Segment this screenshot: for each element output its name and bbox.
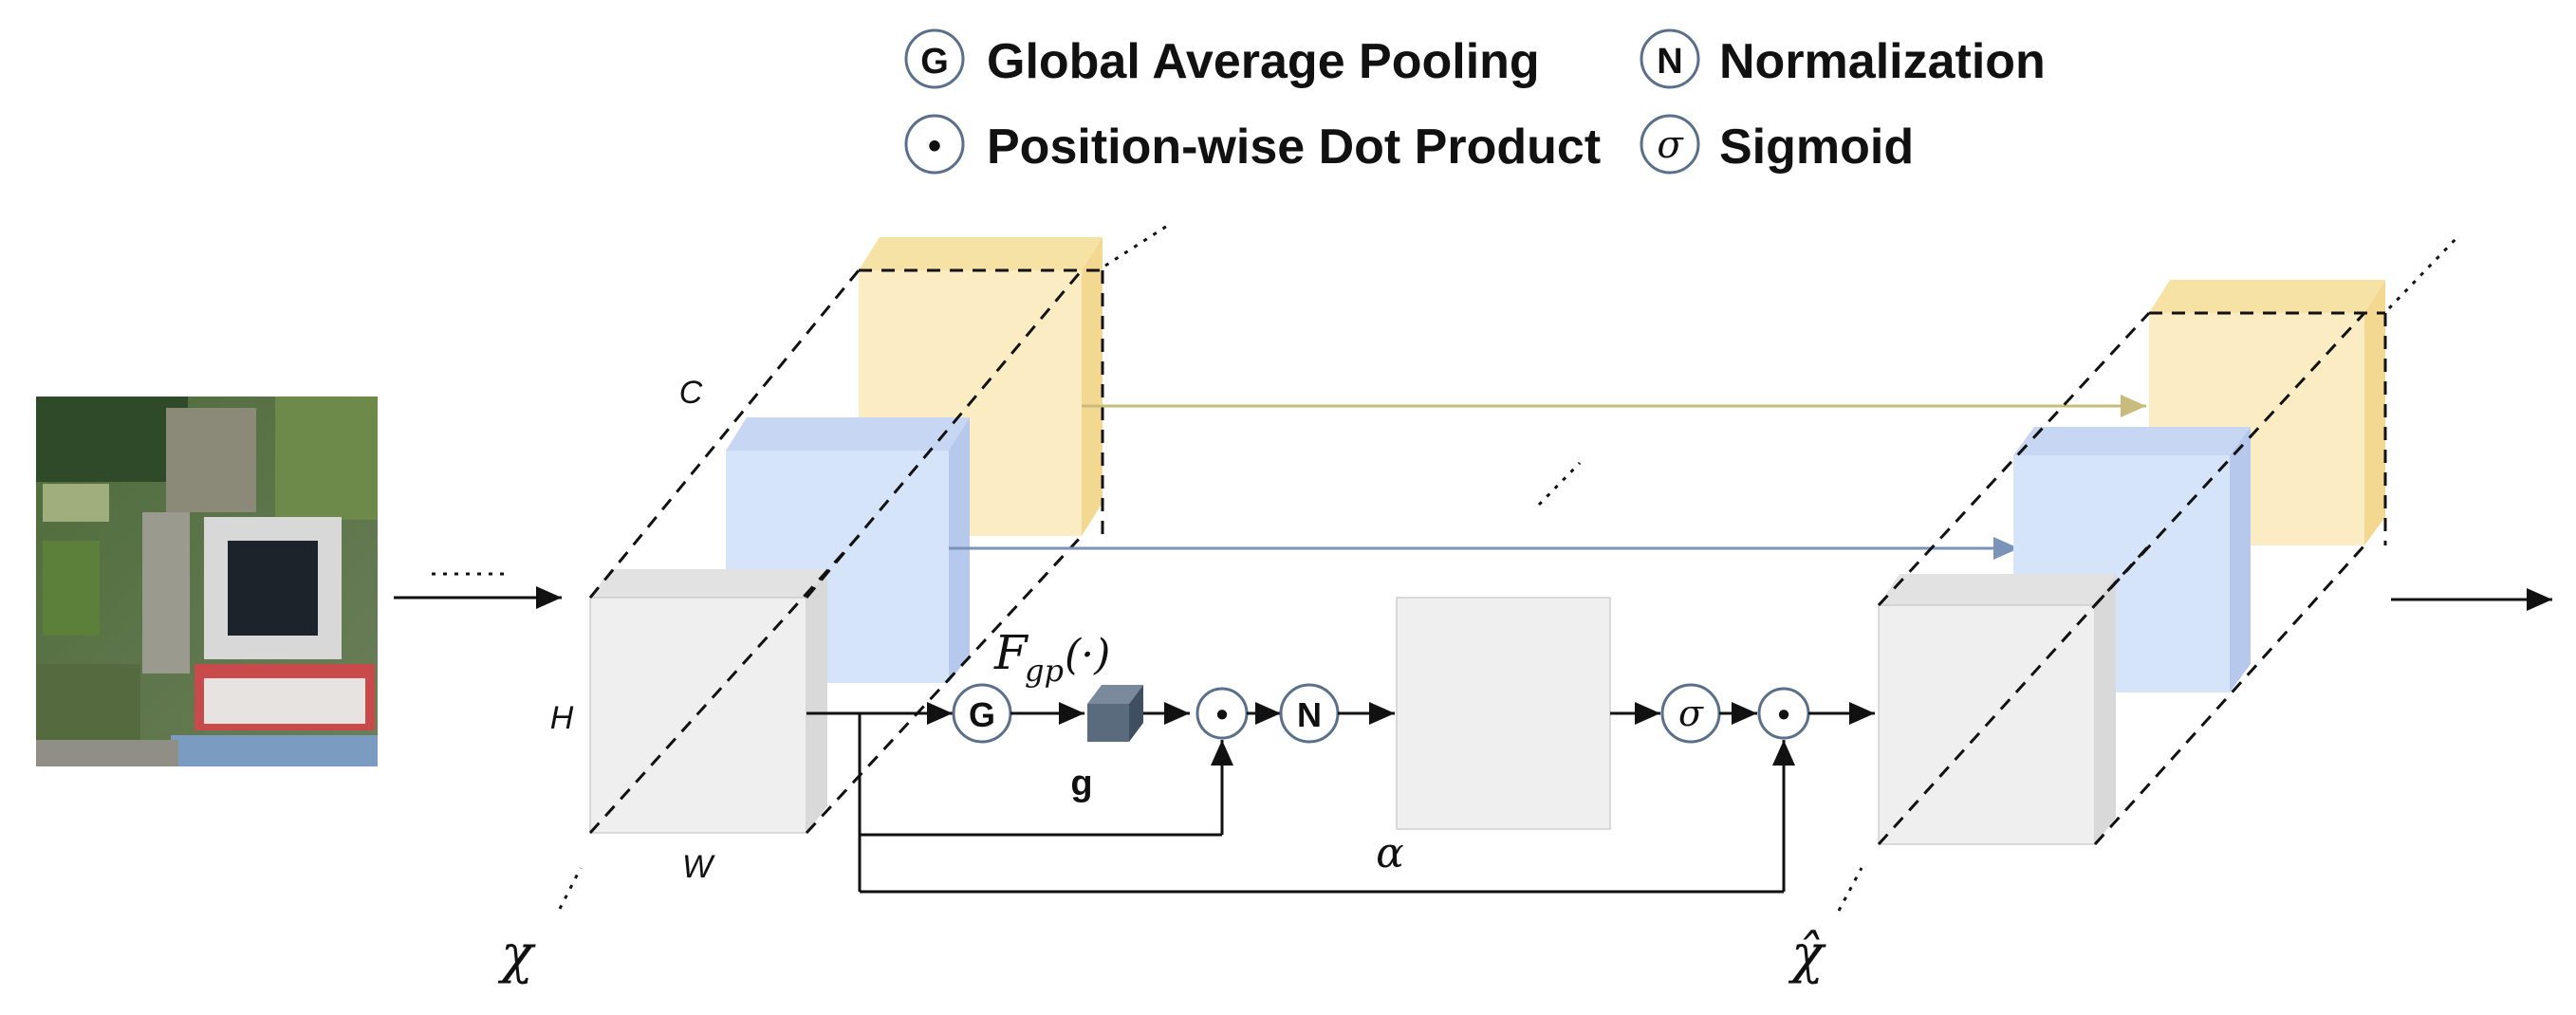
dim-w-label: W [682,849,715,885]
fgp-arg: (·) [1065,631,1110,679]
dim-h-label: H [550,700,574,736]
op-sigma-label: σ [1678,692,1704,734]
right-prism-outline [1837,235,2459,912]
input-arrow [394,572,562,609]
legend-label: Position-wise Dot Product [987,120,1601,175]
op-dot-label: • [1778,694,1790,733]
legend: G Global Average Pooling N Normalization… [904,28,2046,175]
left-prism-outline [558,221,1173,910]
legend-symbol: G [920,42,949,82]
legend-label: Normalization [1719,34,2046,89]
op-dot-label: • [1216,694,1229,733]
dot-icon [904,114,965,175]
legend-item-dot: • Position-wise Dot Product [904,114,1601,175]
op-n-label: N [1297,695,1322,734]
global-pooling-op: G [952,683,1012,744]
sigmoid-op: σ [1660,683,1721,744]
dot-product-op-2: • [1757,687,1810,740]
legend-label: Sigmoid [1719,120,1914,175]
n-icon [1640,28,1700,89]
dot-product-op-1: • [1195,687,1249,740]
fgp-main: F [993,625,1029,680]
input-aerial-image [36,397,378,766]
legend-symbol: σ [1657,123,1684,167]
input-symbol: χ [497,924,536,986]
legend-item-sigma: σ Sigmoid [1640,114,1914,175]
fgp-sub: gp [1025,653,1064,689]
g-label: g [1070,764,1092,803]
legend-label: Global Average Pooling [987,34,1540,89]
op-g-label: G [969,695,995,734]
legend-symbol: N [1657,42,1682,82]
alpha-label: α [1376,829,1404,877]
middle-ellipsis [1537,461,1582,507]
attention-map [1396,597,1611,830]
normalization-op: N [1279,683,1340,744]
g-vector-block [1087,685,1143,742]
output-symbol: χ̂ [1788,924,1826,986]
legend-item-g: G Global Average Pooling [904,28,1540,89]
sigma-icon [1640,114,1700,175]
g-icon [904,28,965,89]
dim-c-label: C [679,375,703,411]
legend-item-n: N Normalization [1640,28,2046,89]
fgp-label: F gp (·) [993,625,1110,689]
legend-symbol: • [928,125,941,167]
